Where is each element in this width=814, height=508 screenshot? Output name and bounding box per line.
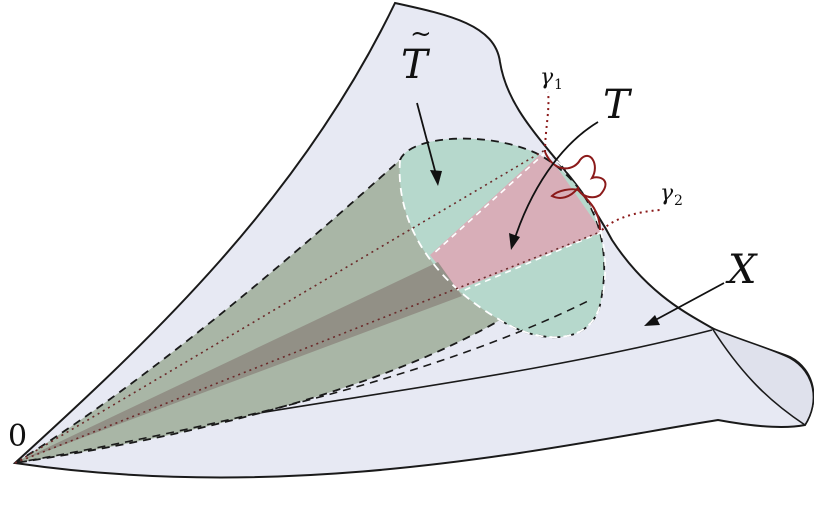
arrow-t [512, 121, 599, 245]
cone-t-tilde-outline [14, 137, 606, 464]
red-wiggle-curve [544, 151, 607, 231]
arrow-x [647, 282, 725, 325]
disc-rim-white-top [544, 151, 606, 301]
label-t-tilde-accent: ~ [410, 19, 432, 49]
label-t-tilde: T [401, 42, 431, 88]
label-t: T [603, 82, 633, 128]
band-t-border-bottom [459, 231, 603, 293]
cone-lower-dashed-edge [14, 299, 591, 464]
label-x: X [725, 247, 758, 293]
label-gamma-1-sub: 1 [554, 77, 563, 93]
gamma-1-curve [544, 91, 550, 153]
surface-tube-cap [709, 326, 814, 427]
arrow-t-tilde [416, 102, 439, 183]
arrow-t-head [509, 233, 520, 250]
inner-cone-t [15, 262, 462, 463]
ray-line-1 [14, 149, 546, 464]
band-t-border-top [431, 151, 547, 256]
label-gamma-2-sub: 2 [674, 193, 683, 209]
band-t [430, 150, 602, 290]
arrow-x-head [644, 315, 660, 326]
label-gamma-2: γ [660, 181, 674, 206]
disc-rim-white [398, 159, 601, 339]
gamma-2-curve [601, 209, 661, 231]
label-gamma-1: γ [540, 65, 554, 90]
band-t-group [430, 150, 602, 290]
label-origin: 0 [8, 419, 27, 454]
arrow-t-tilde-head [430, 170, 442, 186]
